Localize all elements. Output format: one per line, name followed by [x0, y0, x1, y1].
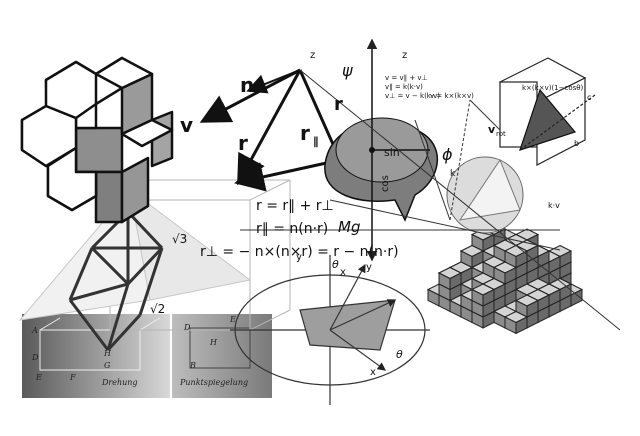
- vertex-e-2: E: [229, 315, 236, 324]
- vertex-a: A: [31, 326, 38, 335]
- cube-formula: k×(k×v)(1−cosθ): [522, 84, 584, 92]
- rotation-circle: [230, 255, 430, 405]
- label-r-perp: r: [334, 94, 343, 115]
- label-phi: ϕ: [442, 145, 453, 164]
- voxel-face: [504, 266, 517, 285]
- equation-r-perp: r⊥ = − n×(n×r) = r − n(n·r): [200, 244, 399, 260]
- label-psi: ψ: [342, 61, 353, 80]
- label-cos: cos: [380, 175, 391, 192]
- voxel-face: [449, 272, 462, 291]
- vector-diagram: [199, 68, 342, 192]
- label-x-2: x: [370, 367, 376, 378]
- label-y: y: [366, 262, 372, 273]
- vertex-f: F: [69, 373, 76, 382]
- label-mg: Mg: [338, 218, 360, 236]
- label-v: v: [180, 113, 193, 137]
- label-r-par: r: [300, 121, 310, 145]
- label-y-2: y: [296, 252, 302, 263]
- vertex-h: H: [103, 349, 112, 358]
- label-k: k: [450, 169, 456, 179]
- drehung-panel: [22, 314, 170, 398]
- top-formula-1: v = v∥ + v⊥: [385, 74, 428, 82]
- label-z: z: [310, 50, 315, 61]
- vertex-d: D: [31, 353, 39, 362]
- equation-r-parallel: r∥ = n(n·r): [256, 221, 328, 237]
- cube-with-cone: [498, 57, 596, 166]
- voxel-face: [515, 250, 528, 269]
- label-vrot-sub: rot: [496, 130, 506, 138]
- octahedron-wireframe: [68, 210, 164, 352]
- voxel-blob: [426, 222, 584, 335]
- label-r-par-sub: ∥: [313, 135, 319, 148]
- top-formula-3: v⊥ = v − k(k·v): [385, 92, 440, 100]
- translucent-cylinder: [446, 156, 524, 234]
- label-n: n: [240, 73, 254, 97]
- vertex-e: E: [35, 373, 42, 382]
- vertex-h-2: H: [209, 338, 218, 347]
- label-kv: k·v: [548, 201, 560, 210]
- vertex-g: G: [104, 361, 111, 370]
- label-vrot: v: [488, 123, 496, 136]
- punktspiegelung-panel: [172, 314, 272, 398]
- voxel-face: [526, 299, 539, 318]
- label-sqrt2: √2: [150, 302, 165, 316]
- label-z-2: z: [402, 50, 407, 61]
- top-formula-4: v = k×(k×v): [430, 92, 474, 100]
- top-formula-2: v∥ = k(k·v): [385, 83, 423, 91]
- cross-polycube: [20, 56, 174, 224]
- vertex-d-2: D: [183, 323, 191, 332]
- label-b: b: [574, 139, 579, 148]
- label-c: c: [587, 93, 591, 102]
- voxel-face: [482, 288, 495, 307]
- voxel-face: [515, 316, 528, 335]
- label-r: r: [238, 131, 248, 155]
- equation-r-sum: r = r∥ + r⊥: [256, 198, 334, 214]
- label-theta: θ: [332, 258, 339, 271]
- label-theta-2: θ: [396, 348, 403, 361]
- label-sin: sin: [384, 146, 400, 159]
- caption-punktspiegelung: Punktspiegelung: [179, 378, 248, 387]
- spinning-top: [324, 38, 439, 262]
- vertex-b: B: [189, 361, 196, 370]
- label-x: x: [340, 267, 346, 278]
- equations: n v r r ∥ r r = r∥ + r⊥ r∥ = n(n·r) r⊥ =…: [31, 50, 591, 387]
- label-sqrt3: √3: [172, 232, 187, 246]
- caption-drehung: Drehung: [101, 378, 138, 387]
- guide-lines: [240, 69, 621, 331]
